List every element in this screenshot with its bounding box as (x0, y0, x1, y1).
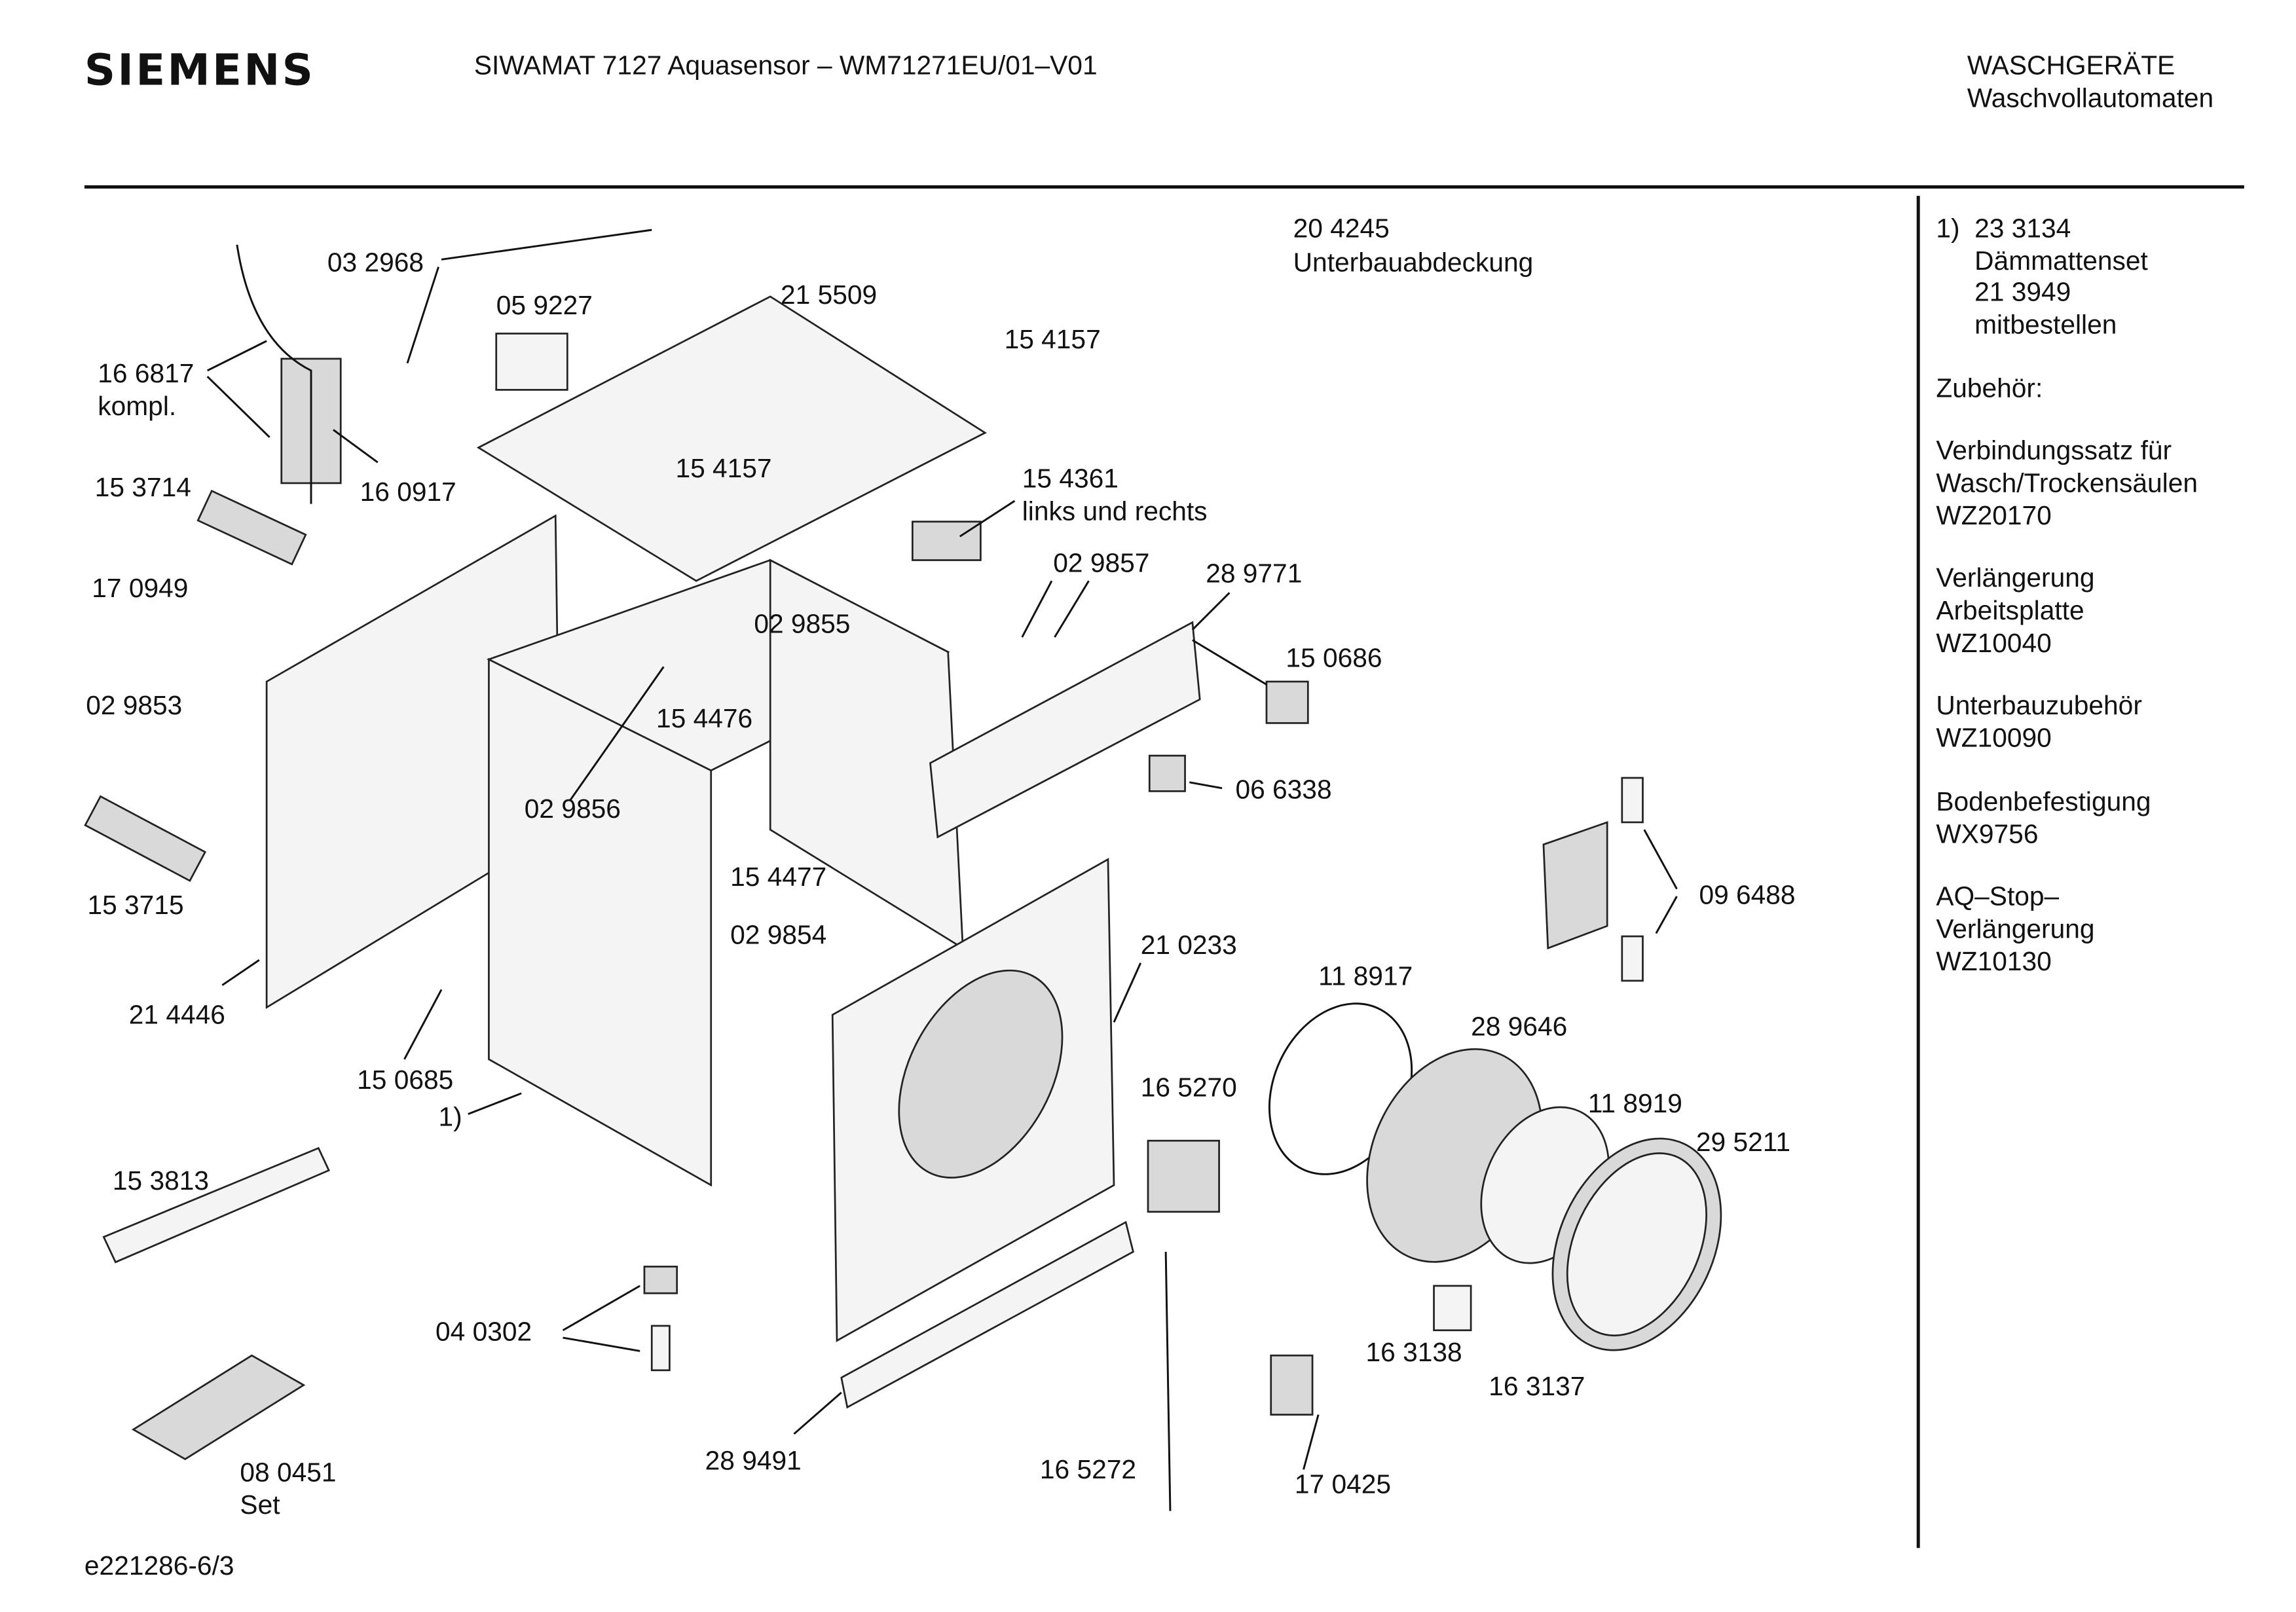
model-title: SIWAMAT 7127 Aquasensor – WM71271EU/01–V… (474, 50, 1098, 81)
part-label: 15 4157 (675, 453, 771, 483)
siemens-logo: SIEMENS (84, 45, 315, 95)
part-note: kompl. (98, 391, 176, 421)
part-note: Unterbauabdeckung (1293, 247, 1534, 277)
part-label: 28 9491 (705, 1445, 802, 1475)
part-label: 11 8919 (1588, 1088, 1682, 1118)
door-lock (1147, 1139, 1220, 1213)
accessory-line: Verbindungssatz für (1936, 435, 2172, 466)
accessory-line: Verlängerung (1936, 562, 2094, 593)
note-marker: 1) (1936, 213, 1959, 243)
sidebar-notes: 1) 23 3134 Dämmattenset 21 3949 mitbeste… (1936, 213, 2198, 976)
part-note: links und rechts (1022, 496, 1208, 526)
accessory-line: AQ–Stop– (1936, 881, 2059, 911)
part-label: 15 3714 (95, 472, 191, 502)
part-label: 16 3138 (1366, 1337, 1462, 1367)
part-label: 02 9854 (730, 919, 826, 949)
part-label: 17 0949 (92, 573, 188, 603)
part-label: 15 3813 (113, 1165, 209, 1196)
pin-top (1621, 777, 1644, 824)
part-label: 21 5509 (781, 280, 877, 310)
part-label: 17 0425 (1295, 1469, 1391, 1499)
accessory-line: Bodenbefestigung (1936, 786, 2151, 816)
drawing-id: e221286-6/3 (84, 1550, 234, 1581)
category: WASCHGERÄTE (1967, 50, 2175, 81)
part-note: Set (240, 1490, 280, 1520)
part-note-marker: 1) (439, 1102, 462, 1132)
bracket (1265, 680, 1309, 724)
subcategory: Waschvollautomaten (1967, 82, 2213, 113)
door-opening (898, 969, 1064, 1179)
diagram-drawing (84, 244, 1722, 1511)
part-label: 16 0917 (360, 477, 456, 507)
note-line: mitbestellen (1974, 309, 2117, 339)
part-label: 08 0451 (240, 1457, 336, 1487)
part-label: 15 4477 (730, 862, 826, 892)
hinge (1542, 820, 1608, 950)
accessory-line: Verlängerung (1936, 913, 2094, 943)
note-line: 23 3134 (1974, 213, 2071, 243)
part-label: 15 4476 (656, 703, 752, 733)
part-label: 28 9771 (1206, 558, 1302, 588)
transport-plate (131, 1354, 306, 1461)
part-label: 15 3715 (87, 890, 183, 920)
wrench (102, 1146, 330, 1264)
accessory-line: WZ10090 (1936, 723, 2051, 753)
part-label: 02 9856 (525, 794, 621, 824)
top-cover (476, 295, 987, 582)
part-label: 02 9857 (1053, 548, 1149, 578)
part-label: 16 6817 (98, 358, 194, 388)
control-rail (929, 621, 1201, 839)
door-bush (1433, 1285, 1472, 1332)
accessory-line: WX9756 (1936, 819, 2038, 849)
grommet (1148, 754, 1186, 792)
part-label: 06 6338 (1235, 775, 1331, 805)
part-label: 02 9853 (86, 690, 182, 720)
part-label: 04 0302 (435, 1317, 532, 1347)
part-label: 16 5272 (1040, 1454, 1136, 1484)
screw (650, 1325, 671, 1372)
part-label: 16 5270 (1141, 1072, 1237, 1102)
hose-connector (196, 489, 307, 566)
part-label: 29 5211 (1696, 1127, 1790, 1157)
part-label: 15 4157 (1005, 324, 1101, 354)
bowden-cable (1164, 1251, 1172, 1511)
accessories-title: Zubehör: (1936, 373, 2043, 403)
drain-connector (84, 795, 207, 883)
handle (495, 333, 568, 391)
plinth (840, 1220, 1134, 1409)
part-label: 20 4245 (1293, 213, 1390, 243)
accessory-line: WZ20170 (1936, 500, 2051, 530)
pin-bottom (1621, 935, 1644, 982)
note-line: 21 3949 (1974, 277, 2071, 307)
part-label: 21 4446 (129, 1000, 225, 1030)
accessory-line: WZ10130 (1936, 946, 2051, 976)
part-label: 15 0686 (1286, 642, 1382, 672)
part-label: 15 4361 (1022, 464, 1119, 494)
accessory-line: Unterbauzubehör (1936, 690, 2142, 720)
part-label: 09 6488 (1699, 879, 1795, 909)
accessory-line: WZ10040 (1936, 628, 2051, 658)
part-label: 15 0685 (357, 1065, 453, 1095)
clip (911, 521, 982, 561)
part-label: 16 3137 (1489, 1371, 1585, 1401)
nut (643, 1266, 678, 1294)
part-label: 03 2968 (327, 247, 424, 277)
part-label: 02 9855 (754, 608, 850, 638)
accessory-line: Wasch/Trockensäulen (1936, 467, 2198, 498)
part-labels: 03 2968 05 9227 21 5509 15 4157 16 6817 … (86, 213, 1795, 1520)
leader-lines (206, 229, 1678, 1470)
part-label: 11 8917 (1318, 961, 1413, 991)
part-label: 21 0233 (1141, 930, 1237, 960)
part-label: 05 9227 (496, 290, 593, 320)
accessory-line: Arbeitsplatte (1936, 595, 2084, 625)
note-line: Dämmattenset (1974, 246, 2148, 276)
power-cord (236, 244, 312, 504)
part-label: 28 9646 (1471, 1012, 1567, 1042)
door-catch (1270, 1354, 1314, 1416)
